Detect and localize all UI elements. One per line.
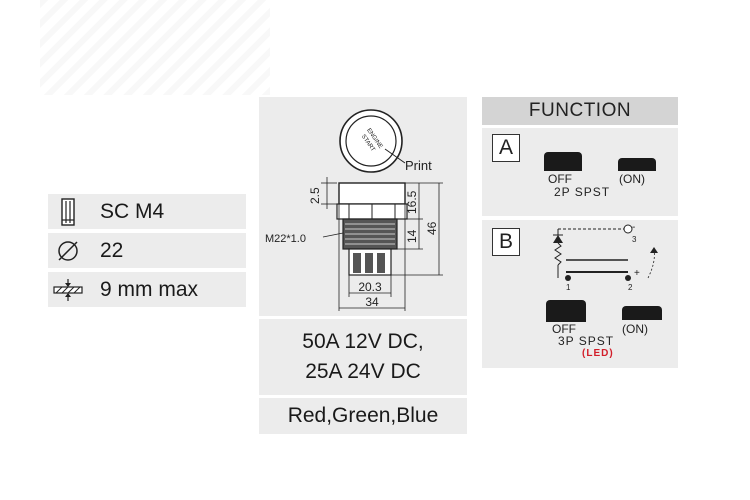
spec-list: SC M4 22 9 mm max — [48, 194, 246, 311]
rating-panel: 50A 12V DC, 25A 24V DC — [259, 319, 467, 395]
color-options-text: Red,Green,Blue — [287, 404, 439, 427]
function-header: FUNCTION — [482, 97, 678, 125]
pin-1-label: 1 — [566, 283, 571, 292]
spec-row-screw: SC M4 — [48, 194, 246, 229]
panel-thickness-icon — [48, 272, 88, 307]
function-b-panel: B 3 - 1 2 + OFF (ON) 3P SPST (LED) — [482, 220, 678, 368]
spec-row-diameter: 22 — [48, 233, 246, 268]
function-a-panel: A OFF (ON) 2P SPST — [482, 128, 678, 216]
dim-2-5-label: 2.5 — [308, 187, 322, 204]
button-inner-ring — [345, 115, 397, 167]
dimension-drawing: ENGINE START Print 2.5 — [265, 109, 443, 311]
switch-off-symbol — [544, 152, 582, 171]
print-leader-line — [384, 148, 406, 164]
spec-text-diameter: 22 — [100, 238, 124, 262]
print-label: Print — [405, 158, 432, 173]
spec-row-panel: 9 mm max — [48, 272, 246, 307]
spec-text-screw: SC M4 — [100, 199, 165, 223]
rating-line-1: 50A 12V DC, — [302, 330, 424, 353]
pin-3-label: 3 — [632, 235, 637, 244]
function-b-led-label: (LED) — [582, 348, 614, 359]
dim-16-5-label: 16.5 — [405, 190, 419, 214]
dim-20-3-label: 20.3 — [358, 280, 382, 294]
led-diode-symbol — [553, 235, 563, 243]
resistor-symbol — [554, 242, 562, 266]
minus-label: - — [632, 222, 635, 233]
function-a-type: 2P SPST — [554, 185, 611, 199]
function-b-off: OFF — [552, 322, 576, 336]
diameter-icon — [48, 233, 88, 268]
watermark — [40, 0, 270, 95]
terminal-1 — [565, 275, 571, 281]
color-options-panel: Red,Green,Blue — [259, 398, 467, 434]
switch-on-symbol — [618, 158, 656, 171]
function-b-on: (ON) — [622, 322, 648, 336]
switch-off-symbol-b — [546, 300, 586, 322]
dim-46-label: 46 — [425, 221, 439, 235]
terminal-3 — [623, 224, 633, 234]
function-a-off: OFF — [548, 172, 572, 186]
plus-label: + — [634, 268, 640, 279]
thread-label: M22*1.0 — [265, 233, 306, 245]
switch-on-symbol-b — [622, 306, 662, 320]
rating-line-2: 25A 24V DC — [305, 360, 421, 383]
function-b-letter: B — [492, 228, 520, 256]
function-a-letter: A — [492, 134, 520, 162]
dim-14-label: 14 — [405, 229, 419, 243]
led-circuit-schematic: 3 - 1 2 + — [553, 222, 658, 292]
function-a-on: (ON) — [619, 172, 645, 186]
screw-icon — [48, 194, 88, 229]
terminal-2 — [625, 275, 631, 281]
pin-2-label: 2 — [628, 283, 633, 292]
spec-text-panel: 9 mm max — [100, 277, 199, 301]
dimension-drawing-panel: ENGINE START Print 2.5 — [259, 97, 467, 316]
dim-34-label: 34 — [365, 295, 379, 309]
bezel-outline — [338, 182, 406, 205]
function-b-type: 3P SPST — [558, 334, 615, 348]
